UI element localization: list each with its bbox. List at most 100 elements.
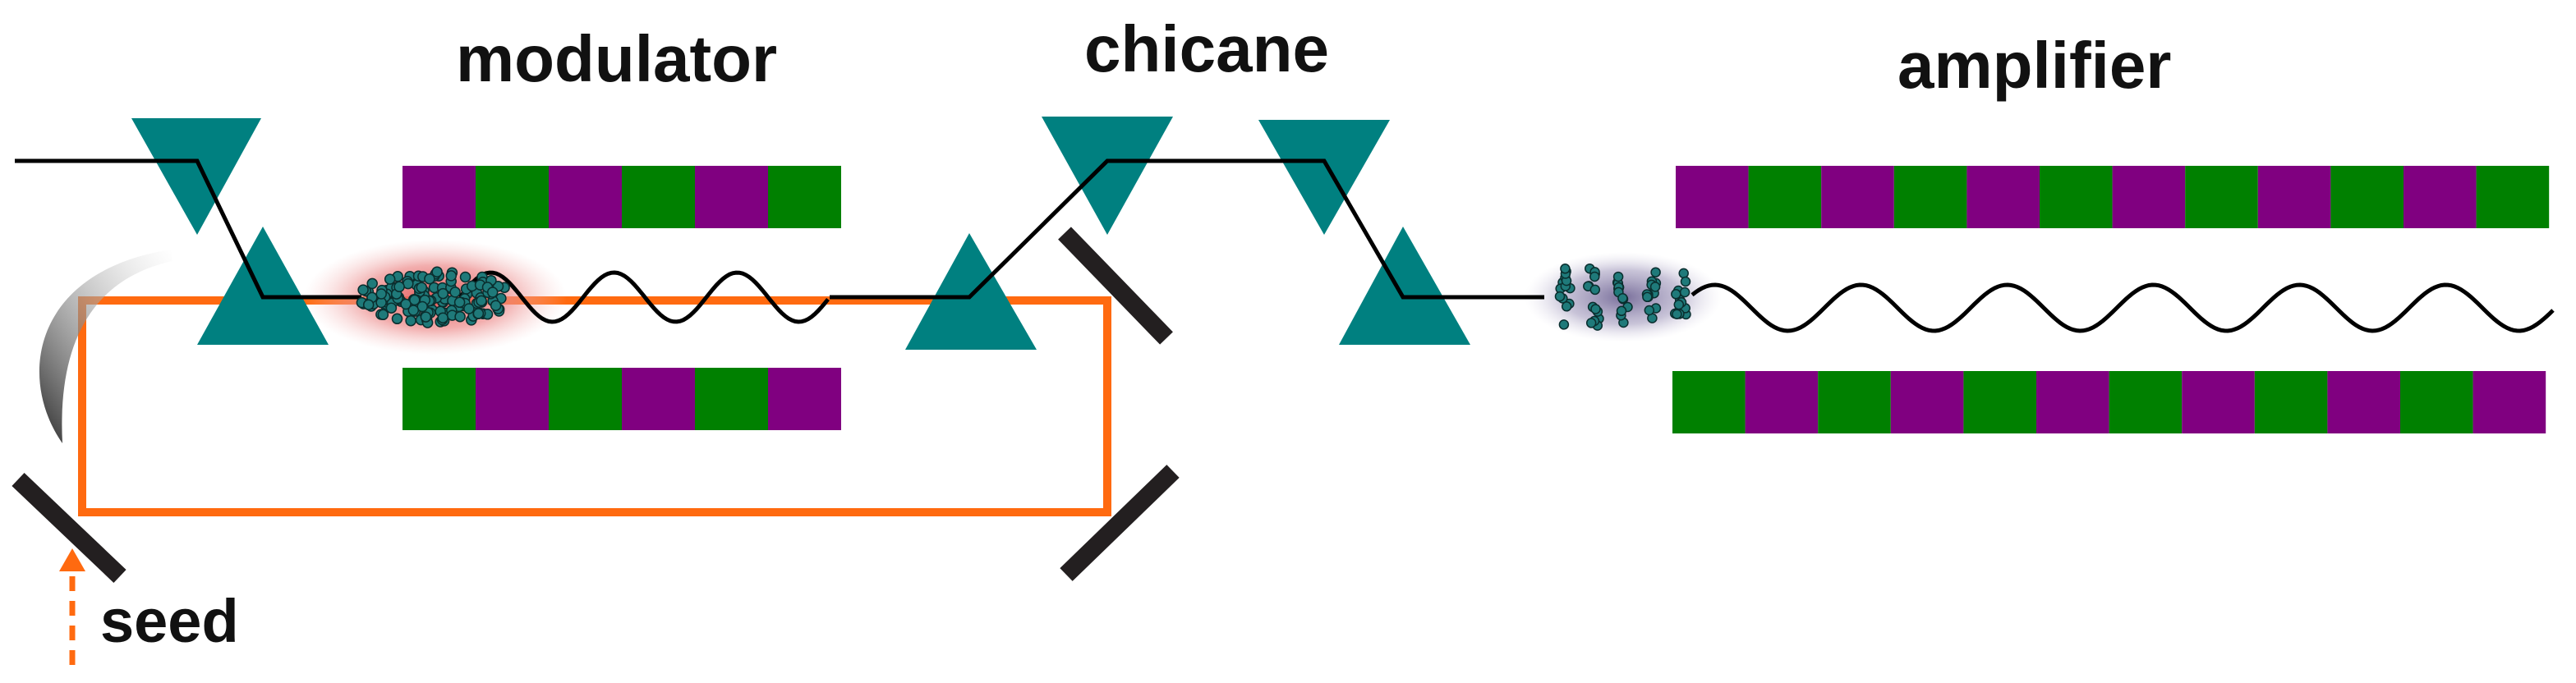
- amplifier-top-magnet-green: [1893, 166, 1967, 228]
- dipole-in-lower: [197, 227, 329, 345]
- electron-dot: [1590, 304, 1601, 314]
- electron-dot: [420, 311, 432, 323]
- amplifier-top-magnet-purple: [2112, 166, 2186, 228]
- amplifier-bottom-magnet-green: [2109, 371, 2183, 433]
- amplifier-top-magnet-green: [2476, 166, 2550, 228]
- seed-fan-shape: [39, 250, 172, 443]
- electron-dot: [454, 310, 466, 323]
- amplifier-bottom-magnet-green: [1963, 371, 2036, 433]
- chicane-label: chicane: [1084, 12, 1329, 85]
- electron-dot: [1678, 268, 1689, 279]
- electron-dot: [1649, 282, 1661, 292]
- electron-dot: [1589, 271, 1600, 282]
- electron-dot: [1616, 305, 1627, 317]
- electron-dot: [357, 284, 369, 296]
- amplifier-bottom-magnet-green: [1672, 371, 1746, 433]
- mirror-cavity-bottom: [1060, 465, 1180, 581]
- electron-dot: [463, 303, 475, 314]
- modulator-top-magnet-green: [622, 166, 695, 228]
- electron-dot: [1672, 309, 1682, 319]
- electron-dot: [1673, 299, 1685, 310]
- electron-dot: [424, 273, 435, 285]
- modulator-top-magnet-purple: [695, 166, 768, 228]
- electron-dot: [453, 296, 466, 309]
- electron-dot: [1617, 292, 1628, 304]
- amplifier-bottom-magnet-purple: [2472, 371, 2546, 433]
- modulator-bottom-magnet-purple: [476, 368, 549, 430]
- electron-dot: [1644, 305, 1655, 316]
- modulator-label: modulator: [456, 22, 778, 95]
- electron-dot: [1558, 319, 1570, 330]
- modulator-bottom-magnet-green: [549, 368, 622, 430]
- amplifier-top-magnet-purple: [1821, 166, 1894, 228]
- amplifier-bottom-magnet-green: [2400, 371, 2473, 433]
- amplifier-top-magnet-green: [2330, 166, 2404, 228]
- seed-arrow-head: [59, 548, 85, 571]
- electron-dot: [416, 282, 428, 293]
- modulator-electron-bunch: [356, 266, 510, 328]
- amplifier-undulator-top: [1676, 166, 2550, 228]
- amplifier-bottom-magnet-purple: [2327, 371, 2400, 433]
- amplifier-top-magnet-purple: [2404, 166, 2477, 228]
- amplifier-top-magnet-purple: [1676, 166, 1749, 228]
- dipole-chicane-2: [1042, 117, 1173, 235]
- electron-dot: [377, 309, 389, 321]
- electron-dot: [1679, 286, 1690, 298]
- amplifier-top-magnet-green: [2185, 166, 2258, 228]
- electron-beam-path: [15, 158, 1544, 300]
- electron-dot: [437, 312, 448, 323]
- dipole-chicane-4: [1339, 227, 1470, 345]
- electron-dot: [1585, 318, 1597, 328]
- modulator-bottom-magnet-purple: [622, 368, 695, 430]
- dipole-in-upper: [131, 118, 261, 235]
- electron-dot: [407, 305, 420, 316]
- electron-dot: [362, 299, 375, 310]
- modulator-bottom-magnet-purple: [768, 368, 841, 430]
- electron-dot: [409, 294, 421, 306]
- electron-dot: [385, 302, 398, 314]
- amplifier-top-magnet-purple: [2257, 166, 2331, 228]
- amplifier-label: amplifier: [1898, 29, 2172, 102]
- seed-label: seed: [100, 587, 239, 655]
- dipole-chicane-3: [1258, 120, 1390, 235]
- modulator-undulator-top: [402, 166, 841, 228]
- laser-cavity: [78, 296, 1111, 516]
- amplifier-bottom-magnet-purple: [1890, 371, 1964, 433]
- electron-dot: [1612, 271, 1624, 282]
- electron-dot: [393, 281, 405, 293]
- amplifier-bottom-magnet-purple: [2182, 371, 2255, 433]
- amplifier-radiation-wave: [1690, 282, 2555, 333]
- amplifier-undulator-bottom: [1672, 371, 2546, 433]
- mirror-cavity-top: [1058, 227, 1173, 345]
- electron-dot: [1650, 267, 1661, 277]
- modulator-top-magnet-purple: [549, 166, 622, 228]
- amplifier-bottom-magnet-green: [2254, 371, 2328, 433]
- modulator-top-magnet-green: [768, 166, 841, 228]
- electron-dot: [490, 300, 502, 311]
- amplifier-microbunches: [1554, 263, 1691, 331]
- electron-dot: [1671, 289, 1681, 300]
- electron-dot: [476, 295, 487, 307]
- electron-dot: [449, 286, 461, 298]
- mirror-seed-input: [12, 473, 126, 583]
- amplifier-top-magnet-purple: [1966, 166, 2040, 228]
- amplifier-top-magnet-green: [1748, 166, 1822, 228]
- electron-dot: [472, 308, 485, 319]
- electron-dot: [405, 314, 416, 327]
- modulator-undulator-bottom: [402, 368, 841, 430]
- amplifier-bottom-magnet-purple: [2036, 371, 2109, 433]
- electron-dot: [384, 273, 396, 285]
- electron-dot: [1589, 284, 1601, 296]
- electron-dot: [1561, 301, 1572, 312]
- amplifier-bottom-magnet-green: [1818, 371, 1891, 433]
- amplifier-top-magnet-green: [2040, 166, 2113, 228]
- electron-dot: [366, 277, 378, 290]
- modulator-top-magnet-purple: [402, 166, 476, 228]
- electron-dot: [486, 286, 499, 298]
- electron-dot: [431, 266, 443, 277]
- dipole-chicane-1: [905, 233, 1037, 350]
- electron-dot: [1642, 291, 1653, 303]
- electron-dot: [391, 313, 403, 325]
- electron-dot: [437, 287, 449, 300]
